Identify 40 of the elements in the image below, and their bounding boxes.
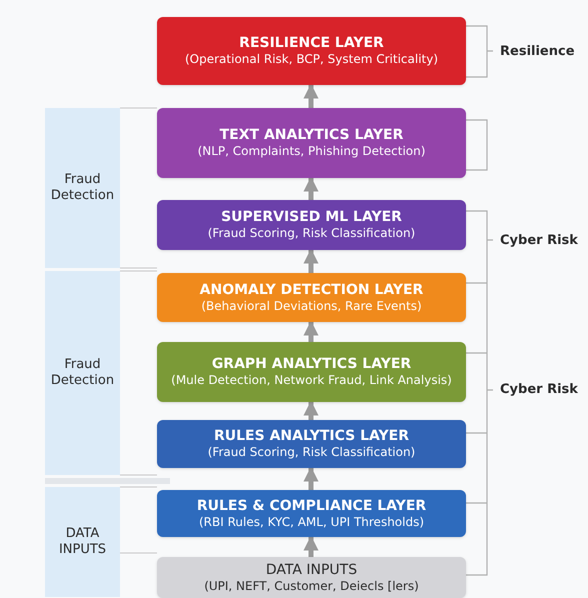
band-label: DATA INPUTS — [58, 526, 108, 558]
arrow — [304, 320, 318, 342]
group-band — [45, 271, 120, 475]
layer-description: (Fraud Scoring, Risk Classification) — [208, 226, 416, 241]
layer-box — [157, 342, 466, 402]
layer-title: SUPERVISED ML LAYER — [221, 209, 402, 226]
arrow — [304, 536, 318, 557]
layer-title: RULES & COMPLIANCE LAYER — [196, 498, 426, 514]
layer-title: RULES ANALYTICS LAYER — [214, 428, 409, 445]
layer-box — [157, 273, 466, 322]
group-band — [45, 487, 120, 597]
bracket-label: Cyber Risk — [500, 232, 578, 250]
layer-description: (Fraud Scoring, Risk Classification) — [208, 445, 416, 460]
layer-title: DATA INPUTS — [266, 562, 358, 578]
layer-description: (Operational Risk, BCP, System Criticality) — [184, 52, 438, 67]
arrow — [304, 248, 318, 273]
band-label: Fraud Detection — [50, 357, 116, 389]
layer-box — [157, 17, 466, 85]
layer-box — [157, 490, 466, 537]
group-band — [45, 108, 120, 268]
arrow — [304, 400, 318, 420]
layer-description: (RBI Rules, KYC, AML, UPI Thresholds) — [198, 514, 424, 530]
band-label: Fraud Detection — [50, 172, 116, 204]
arrow — [304, 466, 318, 490]
layer-description: (UPI, NEFT, Customer, Deiecls [lers) — [204, 578, 419, 594]
layer-box — [157, 200, 466, 250]
bracket-label: Resilience — [500, 43, 575, 61]
layer-description: (Behavioral Deviations, Rare Events) — [201, 298, 422, 314]
arrow — [304, 176, 318, 200]
layer-title: RESILIENCE LAYER — [239, 35, 384, 52]
layer-title: GRAPH ANALYTICS LAYER — [212, 356, 412, 373]
layer-title: TEXT ANALYTICS LAYER — [220, 127, 404, 144]
layer-description: (NLP, Complaints, Phishing Detection) — [198, 144, 426, 159]
input-box — [157, 557, 466, 598]
bracket-label: Cyber Risk — [500, 381, 578, 399]
layer-box — [157, 108, 466, 178]
layer-box — [157, 420, 466, 468]
layer-description: (Mule Detection, Network Fraud, Link Analysis) — [171, 373, 452, 388]
layer-title: ANOMALY DETECTION LAYER — [200, 282, 424, 298]
arrow — [304, 84, 318, 108]
